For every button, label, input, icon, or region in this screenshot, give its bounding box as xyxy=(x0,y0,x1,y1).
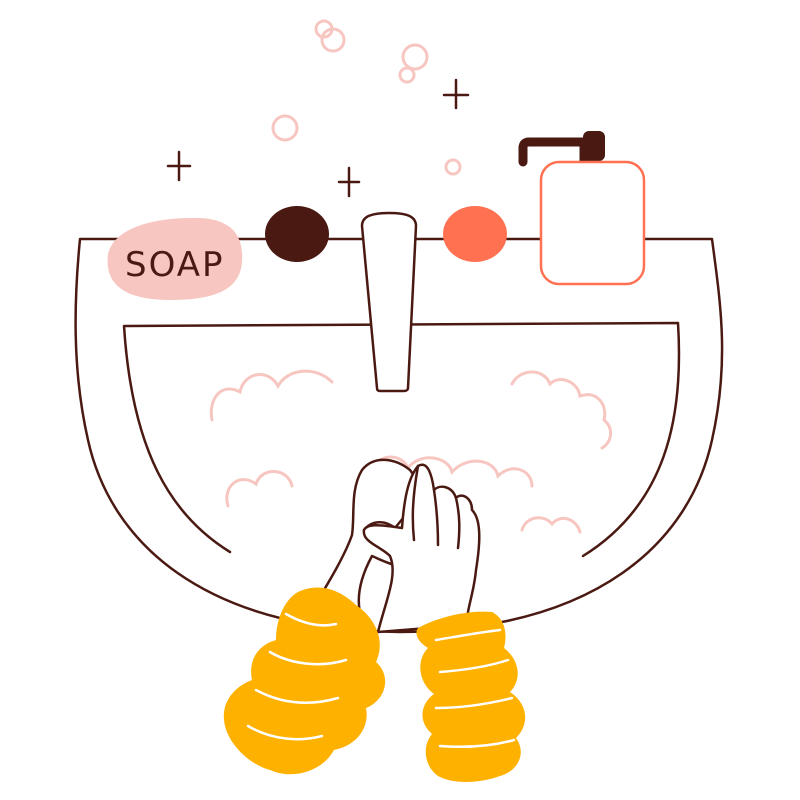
bubble-icon xyxy=(320,27,346,53)
left-sleeve xyxy=(223,587,386,775)
dark-knob xyxy=(265,206,329,262)
bubble-icon xyxy=(401,43,429,71)
orange-knob xyxy=(443,206,507,262)
right-sleeve xyxy=(416,611,526,782)
faucet-icon xyxy=(360,211,418,393)
soap-suds xyxy=(209,369,612,534)
sparkle-icon xyxy=(166,150,192,182)
right-hand xyxy=(362,463,481,634)
soap-label: SOAP xyxy=(125,245,225,285)
bubble-icon xyxy=(398,66,416,84)
sink-basin xyxy=(74,237,724,634)
soap-bar xyxy=(107,217,243,300)
bubble-icon xyxy=(444,158,462,176)
sparkle-icon xyxy=(442,78,470,110)
bubble-icon xyxy=(271,114,299,142)
sparkle-icon xyxy=(337,166,361,198)
soap-dispenser-icon xyxy=(518,131,646,286)
